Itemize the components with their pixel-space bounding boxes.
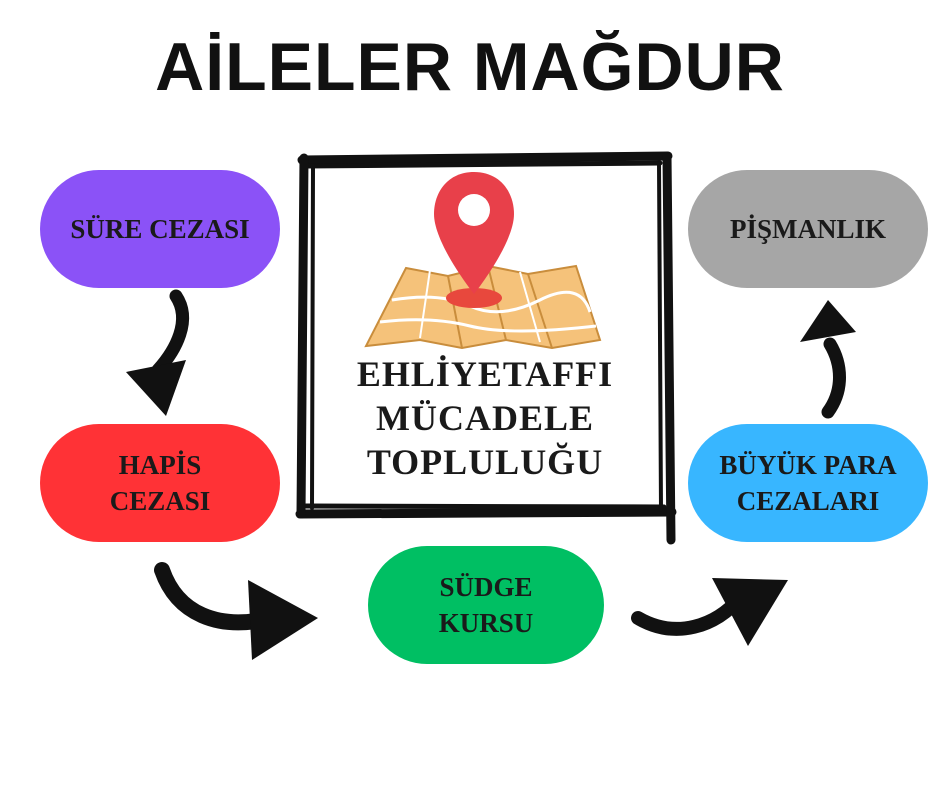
node-buyuk-para-cezalari: BÜYÜK PARA CEZALARI bbox=[688, 424, 928, 542]
arrow-up-right-icon bbox=[631, 578, 788, 646]
arrow-up-icon bbox=[800, 300, 856, 419]
node-hapis-cezasi: HAPİS CEZASI bbox=[40, 424, 280, 542]
center-label-line: EHLİYETAFFI bbox=[356, 354, 614, 394]
center-label: EHLİYETAFFI MÜCADELE TOPLULUĞU bbox=[300, 352, 670, 484]
center-label-line: MÜCADELE bbox=[375, 398, 594, 438]
node-label: HAPİS bbox=[118, 449, 202, 480]
node-sudge-kursu: SÜDGE KURSU bbox=[368, 546, 604, 664]
page-title: AİLELER MAĞDUR bbox=[155, 29, 785, 105]
node-pismanlik: PİŞMANLIK bbox=[688, 170, 928, 288]
node-label: SÜRE CEZASI bbox=[70, 213, 250, 244]
arrow-down-icon bbox=[126, 289, 190, 416]
node-label: SÜDGE bbox=[439, 571, 533, 602]
node-sure-cezasi: SÜRE CEZASI bbox=[40, 170, 280, 288]
node-label: BÜYÜK PARA bbox=[719, 449, 897, 480]
arrow-right-icon bbox=[154, 562, 318, 660]
node-label: KURSU bbox=[438, 608, 534, 638]
center-label-line: TOPLULUĞU bbox=[366, 442, 604, 482]
node-label: CEZALARI bbox=[736, 486, 880, 516]
node-label: CEZASI bbox=[109, 486, 211, 516]
node-label: PİŞMANLIK bbox=[729, 213, 886, 244]
